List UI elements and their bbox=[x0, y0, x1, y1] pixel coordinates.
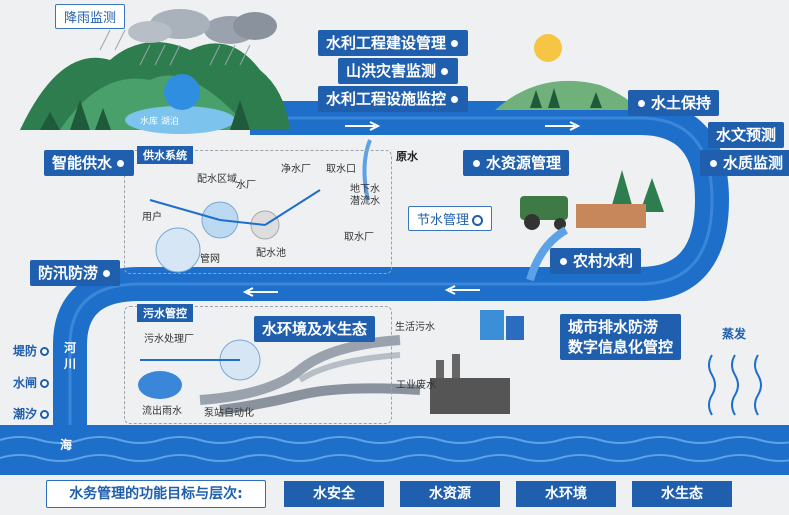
sewage-network bbox=[138, 339, 261, 399]
water-env-tag: 水环境及水生态 bbox=[254, 316, 376, 342]
goal-water-environment: 水环境 bbox=[516, 481, 616, 507]
domestic-sewage-label: 生活污水 bbox=[395, 322, 435, 333]
reservoir-lake bbox=[125, 106, 235, 134]
building bbox=[480, 310, 504, 340]
levee-label: 堤防 bbox=[13, 342, 50, 359]
goal-water-resource: 水资源 bbox=[400, 481, 500, 507]
goals-title: 水务管理的功能目标与层次: bbox=[46, 480, 266, 508]
evaporation-squiggles bbox=[708, 354, 762, 416]
urban-drain-tag: 城市排水防涝 数字信息化管控 bbox=[560, 314, 682, 360]
hill bbox=[495, 80, 640, 110]
tide-label: 潮汐 bbox=[13, 405, 50, 422]
industrial-waste-label: 工业废水 bbox=[396, 380, 436, 391]
sewage-box bbox=[124, 306, 392, 424]
supply-system-box bbox=[124, 150, 392, 274]
smart-supply-tag: 智能供水 bbox=[44, 150, 135, 176]
river-label: 河川 bbox=[63, 341, 76, 371]
water-quality-tag: 水质监测 bbox=[700, 150, 789, 176]
rural-tag: 农村水利 bbox=[550, 248, 642, 274]
intake-label: 取水口 bbox=[326, 164, 356, 175]
factory bbox=[430, 378, 510, 414]
user-label: 用户 bbox=[142, 212, 162, 223]
evaporation-label: 蒸发 bbox=[722, 327, 747, 341]
hydro-forecast-tag: 水文预测 bbox=[708, 122, 785, 148]
sluice-label: 水闸 bbox=[13, 374, 50, 391]
sea-label: 海 bbox=[60, 438, 73, 452]
goal-water-safety: 水安全 bbox=[284, 481, 384, 507]
soil-water-tag: 水土保持 bbox=[628, 90, 720, 116]
rain-outflow-label: 流出雨水 bbox=[142, 406, 182, 417]
distribution-pool-label: 配水池 bbox=[256, 248, 286, 259]
flood-control-tag: 防汛防涝 bbox=[30, 260, 121, 286]
sun-icon bbox=[534, 34, 562, 62]
groundwater-label: 地下水 潜流水 bbox=[350, 184, 380, 207]
resource-mgmt-tag: 水资源管理 bbox=[463, 150, 570, 176]
sewage-control-label: 污水管控 bbox=[137, 304, 193, 322]
rain-monitoring-label: 降雨监测 bbox=[55, 4, 126, 29]
waterworks-label: 水厂 bbox=[236, 180, 256, 191]
eng-facility-tag: 水利工程设施监控 bbox=[318, 86, 469, 112]
pipe-net-label: 管网 bbox=[200, 254, 220, 265]
distribution-area-label: 配水区域 bbox=[197, 174, 237, 185]
fence bbox=[576, 204, 646, 228]
intake-plant-label: 取水厂 bbox=[344, 232, 374, 243]
saving-mgmt-label: 节水管理 bbox=[408, 206, 493, 231]
eng-construction-tag: 水利工程建设管理 bbox=[318, 30, 469, 56]
supply-network bbox=[149, 189, 321, 273]
purification-label: 净水厂 bbox=[281, 164, 311, 175]
sea-band bbox=[0, 425, 789, 475]
supply-system-label: 供水系统 bbox=[137, 146, 193, 164]
pump-auto-label: 泵站自动化 bbox=[204, 408, 254, 419]
reservoir-globe bbox=[164, 74, 200, 110]
reservoir-label: 水库 湖泊 bbox=[140, 117, 179, 127]
raw-water-label: 原水 bbox=[396, 150, 418, 163]
goal-water-ecology: 水生态 bbox=[632, 481, 732, 507]
rain-cloud bbox=[99, 9, 277, 66]
flood-disaster-tag: 山洪灾害监测 bbox=[338, 58, 459, 84]
sewage-plant-label: 污水处理厂 bbox=[144, 334, 194, 345]
